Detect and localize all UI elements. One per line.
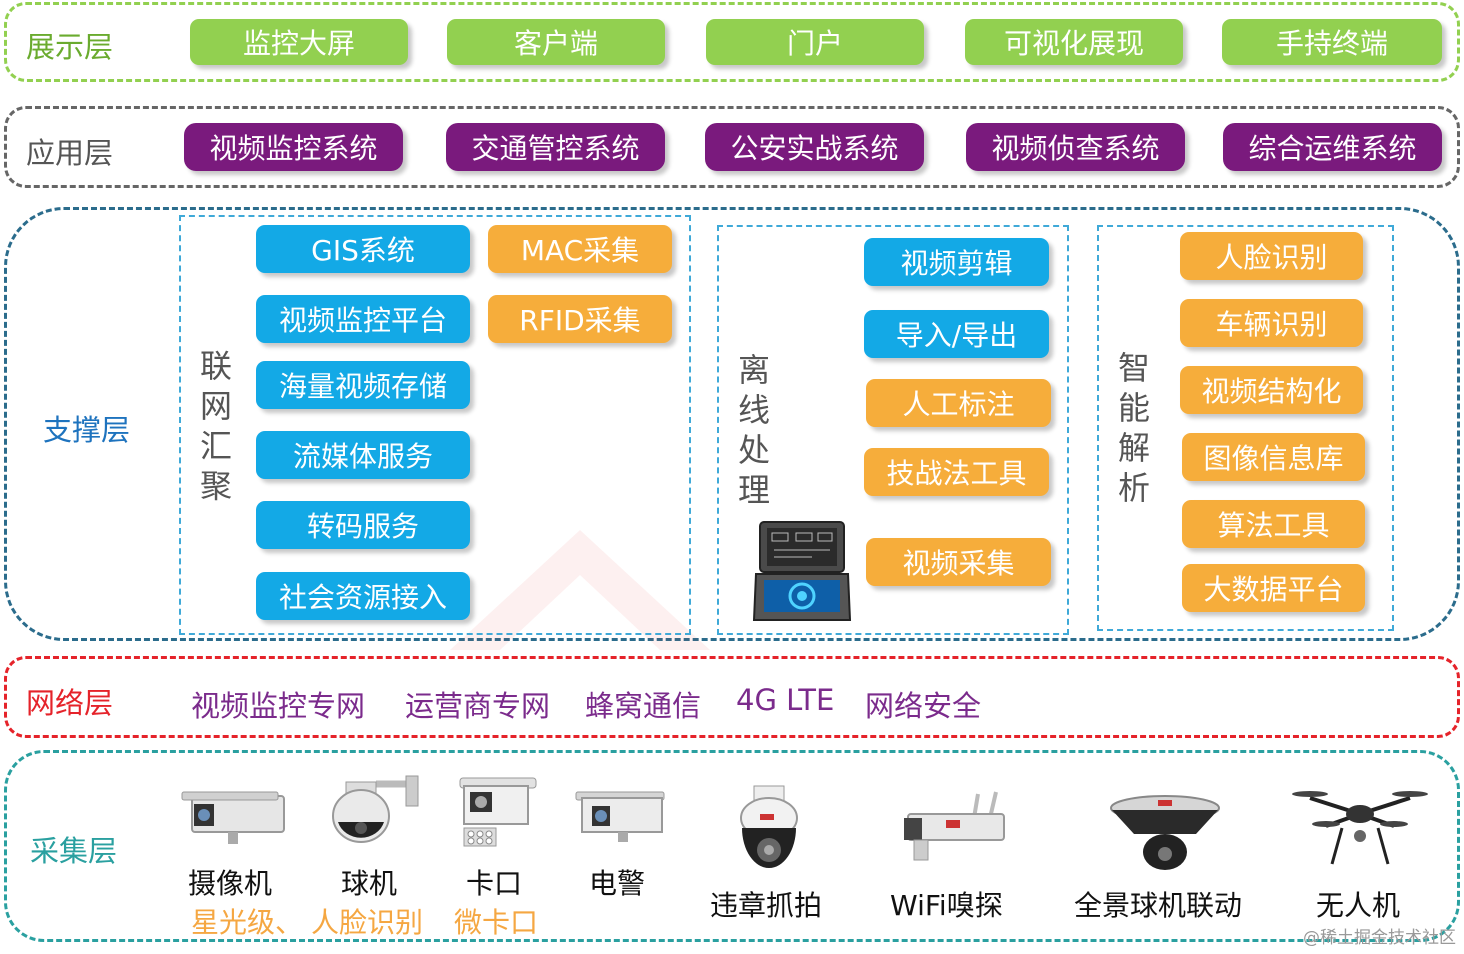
intelligent-item-structuring[interactable]: 视频结构化 (1180, 366, 1363, 414)
presentation-item-portal[interactable]: 门户 (706, 19, 924, 65)
device-subtitle-starlight: 星光级、 (191, 906, 304, 939)
watermark: @稀土掘金技术社区 (1303, 928, 1456, 948)
support-layer (4, 207, 1460, 641)
rugged-laptop-icon (752, 521, 852, 621)
app-item-ops-maintenance[interactable]: 综合运维系统 (1223, 123, 1442, 171)
checkpoint-camera-icon (459, 777, 537, 847)
intelligent-item-big-data[interactable]: 大数据平台 (1182, 564, 1365, 612)
device-label-dome: 球机 (341, 867, 398, 900)
intelligent-box (1097, 225, 1394, 631)
app-item-traffic-control[interactable]: 交通管控系统 (446, 123, 665, 171)
aggregation-label: 联 网 汇 聚 (199, 347, 232, 505)
device-label-wifi: WiFi嗅探 (890, 889, 1003, 922)
presentation-layer (4, 2, 1460, 82)
intelligent-item-vehicle[interactable]: 车辆识别 (1180, 299, 1363, 347)
intelligent-label: 智 能 解 析 (1117, 349, 1150, 507)
intelligent-item-face[interactable]: 人脸识别 (1180, 232, 1363, 280)
aggregation-item-gis[interactable]: GIS系统 (256, 225, 470, 273)
device-subtitle-face: 人脸识别 (311, 906, 424, 939)
offline-item-manual-annotation[interactable]: 人工标注 (866, 379, 1051, 427)
aggregation-item-transcoding[interactable]: 转码服务 (256, 501, 470, 549)
device-label-camera: 摄像机 (188, 867, 273, 900)
offline-box (717, 225, 1069, 635)
presentation-item-client[interactable]: 客户端 (447, 19, 665, 65)
presentation-item-handheld[interactable]: 手持终端 (1222, 19, 1442, 65)
device-label-panoramic: 全景球机联动 (1074, 889, 1243, 922)
network-item-cellular: 蜂窝通信 (585, 689, 702, 723)
device-label-epolice: 电警 (589, 867, 646, 900)
offline-item-video-capture[interactable]: 视频采集 (866, 538, 1051, 586)
intelligent-item-image-db[interactable]: 图像信息库 (1182, 433, 1365, 481)
box-camera-icon (181, 791, 285, 844)
collection-layer-label: 采集层 (30, 834, 118, 868)
dome-camera-icon (332, 775, 419, 843)
device-label-drone: 无人机 (1316, 889, 1401, 922)
offline-item-import-export[interactable]: 导入/导出 (864, 310, 1049, 358)
presentation-item-big-screen[interactable]: 监控大屏 (190, 19, 408, 65)
aggregation-item-video-platform[interactable]: 视频监控平台 (256, 295, 470, 343)
wifi-sniffer-icon (904, 791, 1005, 861)
aggregation-item-mass-storage[interactable]: 海量视频存储 (256, 361, 470, 409)
network-item-security: 网络安全 (865, 689, 982, 723)
network-item-video-private: 视频监控专网 (191, 689, 366, 723)
presentation-layer-label: 展示层 (26, 30, 114, 64)
app-item-video-investigation[interactable]: 视频侦查系统 (966, 123, 1185, 171)
traffic-camera-icon (575, 791, 665, 842)
aggregation-item-mac[interactable]: MAC采集 (488, 225, 672, 273)
offline-item-video-edit[interactable]: 视频剪辑 (864, 238, 1049, 286)
drone-icon (1292, 791, 1428, 865)
app-item-police-combat[interactable]: 公安实战系统 (705, 123, 924, 171)
device-label-violation: 违章抓拍 (710, 889, 823, 922)
app-item-video-surveillance[interactable]: 视频监控系统 (184, 123, 403, 171)
panoramic-camera-icon (1110, 795, 1220, 870)
device-subtitle-micro-checkpoint: 微卡口 (454, 906, 539, 939)
violation-camera-icon (740, 785, 798, 868)
aggregation-box (179, 215, 691, 635)
network-layer-label: 网络层 (26, 686, 114, 720)
collection-layer (4, 750, 1460, 942)
offline-label: 离 线 处 理 (737, 351, 770, 509)
background-logo-icon (450, 530, 710, 650)
support-layer-label: 支撑层 (43, 413, 131, 447)
intelligent-item-algorithm-tools[interactable]: 算法工具 (1182, 500, 1365, 548)
network-item-4g-lte: 4G LTE (736, 683, 835, 717)
application-layer-label: 应用层 (26, 136, 114, 170)
presentation-item-visualization[interactable]: 可视化展现 (965, 19, 1183, 65)
aggregation-item-social-resources[interactable]: 社会资源接入 (256, 572, 470, 620)
aggregation-item-rfid[interactable]: RFID采集 (488, 295, 672, 343)
network-layer (4, 656, 1460, 738)
aggregation-item-streaming[interactable]: 流媒体服务 (256, 431, 470, 479)
device-label-checkpoint: 卡口 (466, 867, 523, 900)
offline-item-tactics-tools[interactable]: 技战法工具 (864, 448, 1049, 496)
network-item-carrier-private: 运营商专网 (405, 689, 551, 723)
application-layer (4, 106, 1460, 188)
